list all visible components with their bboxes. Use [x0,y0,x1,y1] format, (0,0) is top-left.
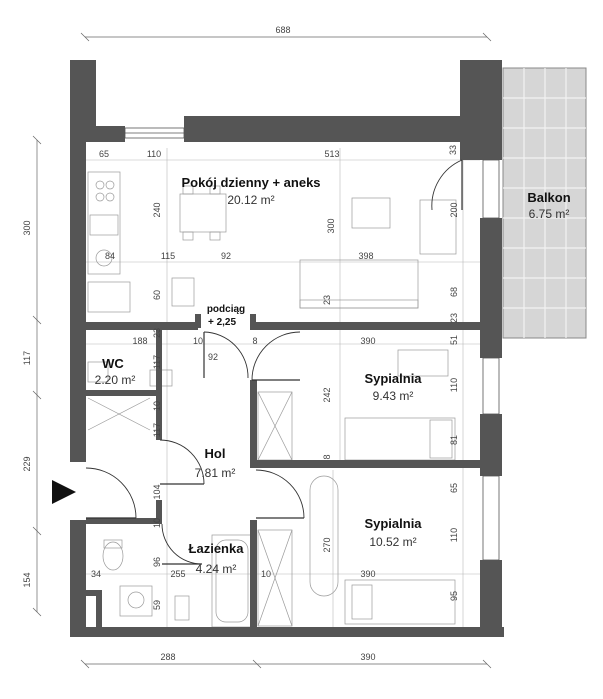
dim-living-65: 65 [99,149,109,159]
dim-b2-95: 95 [449,591,459,601]
dim-b1-51: 51 [449,335,459,345]
balcony-name: Balkon [527,190,570,205]
dim-bath-34: 34 [91,569,101,579]
dim-b2-65: 65 [449,483,459,493]
dimension-lines [32,32,492,669]
dim-b2-390: 390 [360,569,375,579]
dim-living-513: 513 [324,149,339,159]
dim-wc-92: 92 [208,352,218,362]
hall-name: Hol [205,446,226,461]
dim-hall-10: 10 [152,401,162,411]
dim-bath-10a: 10 [152,518,162,528]
dim-hall-8: 8 [322,454,332,459]
interior-guides [86,148,480,630]
dim-living-398: 398 [358,251,373,261]
hall-area: 7.81 m² [195,466,236,480]
dim-bottom-left: 288 [160,652,175,662]
dim-living-23a: 23 [322,295,332,305]
dim-living-23b: 23 [449,313,459,323]
dim-hall-117b: 117 [152,423,162,437]
dim-living-33: 33 [448,145,458,155]
dim-b1-390: 390 [360,336,375,346]
furniture [87,171,457,628]
dim-left-117: 117 [22,351,32,365]
dim-wc-23: 23 [152,328,162,338]
dim-b1-242: 242 [322,387,332,402]
beam-height: + 2,25 [208,317,237,328]
dim-living-200: 200 [449,202,459,217]
bedroom2-area: 10.52 m² [369,535,416,549]
dim-top: 688 [275,25,290,35]
dim-living-60: 60 [152,290,162,300]
wc-area: 2.20 m² [95,373,136,387]
living-room-area: 20.12 m² [227,193,274,207]
dim-left-229: 229 [22,456,32,471]
dim-b2-270: 270 [322,537,332,552]
bedroom1-area: 9.43 m² [373,389,414,403]
dim-living-68: 68 [449,287,459,297]
wc-name: WC [102,356,124,371]
dim-b1-110: 110 [449,378,459,392]
dim-wc-10: 10 [193,336,203,346]
dim-wc-188: 188 [132,336,147,346]
dim-bottom-right: 390 [360,652,375,662]
balcony-area: 6.75 m² [529,207,570,221]
dim-bath-10b: 10 [261,569,271,579]
bedroom2-name: Sypialnia [364,516,422,531]
dim-bath-255: 255 [170,569,185,579]
dim-living-84: 84 [105,251,115,261]
bedroom1-name: Sypialnia [364,371,422,386]
dim-living-110: 110 [147,149,161,159]
dim-living-92: 92 [221,251,231,261]
doors [85,159,463,565]
dim-living-240: 240 [152,202,162,217]
dim-left-300: 300 [22,220,32,235]
beam-label: podciąg [207,304,245,315]
dim-living-300: 300 [326,218,336,233]
dim-living-115: 115 [161,251,175,261]
bathroom-name: Łazienka [189,541,245,556]
dim-b2-110: 110 [449,528,459,542]
dim-bath-59: 59 [152,600,162,610]
dim-left-154: 154 [22,572,32,587]
entrance-arrow-icon [52,480,76,504]
dim-bath-96: 96 [152,557,162,567]
bathroom-area: 4.24 m² [196,562,237,576]
dim-hall-117a: 117 [152,355,162,369]
dim-wc-8: 8 [252,336,257,346]
balcony [502,67,587,339]
living-room-name: Pokój dzienny + aneks [181,175,320,190]
walls [70,60,504,637]
dim-hall-104: 104 [152,484,162,499]
dim-b1-81: 81 [449,435,459,445]
